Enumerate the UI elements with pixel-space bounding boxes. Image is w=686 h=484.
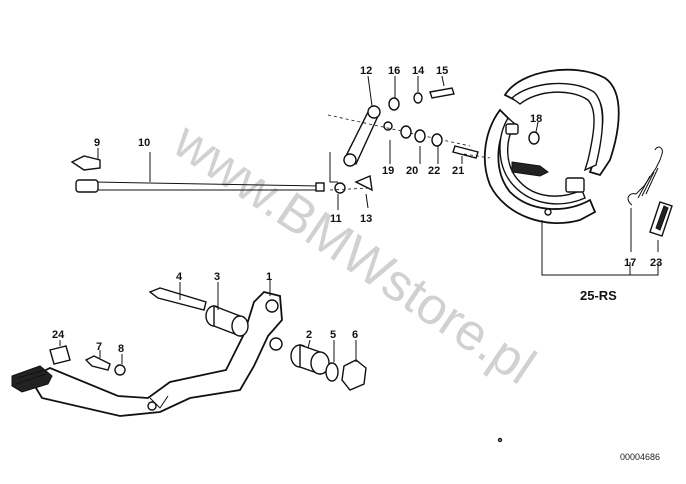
callout-15: 15	[436, 65, 448, 77]
callout-labels: 1 2 3 4 5 6 7 8 9 10 11 12 13 14 15 16 1…	[52, 65, 662, 355]
callout-25-rs: 25-RS	[580, 288, 617, 303]
callout-8: 8	[118, 343, 124, 355]
leader-lines	[59, 75, 659, 364]
callout-22: 22	[428, 165, 440, 177]
callout-5: 5	[330, 329, 336, 341]
callout-12: 12	[360, 65, 372, 77]
callout-2: 2	[306, 329, 312, 341]
callout-13: 13	[360, 213, 372, 225]
callout-6: 6	[352, 329, 358, 341]
callout-19: 19	[382, 165, 394, 177]
return-spring	[627, 146, 663, 206]
callout-23: 23	[650, 257, 662, 269]
callout-7: 7	[96, 341, 102, 353]
brake-pedal-assembly	[11, 287, 367, 417]
callout-3: 3	[214, 271, 220, 283]
callout-9: 9	[94, 137, 100, 149]
callout-11: 11	[330, 213, 342, 225]
callout-24: 24	[52, 329, 65, 341]
callout-21: 21	[452, 165, 464, 177]
brake-shoe-assembly	[483, 68, 620, 443]
callout-18: 18	[530, 113, 542, 125]
brake-cable	[70, 152, 325, 193]
assembly-bracket	[541, 220, 659, 276]
callout-16: 16	[388, 65, 400, 77]
drawing-code: 00004686	[620, 452, 660, 462]
callout-14: 14	[412, 65, 425, 77]
cam-lever-assembly	[327, 87, 540, 194]
callout-1: 1	[266, 271, 272, 283]
callout-20: 20	[406, 165, 418, 177]
callout-4: 4	[176, 271, 183, 283]
callout-17: 17	[624, 257, 636, 269]
callout-10: 10	[138, 137, 150, 149]
lining-pad	[649, 201, 673, 237]
